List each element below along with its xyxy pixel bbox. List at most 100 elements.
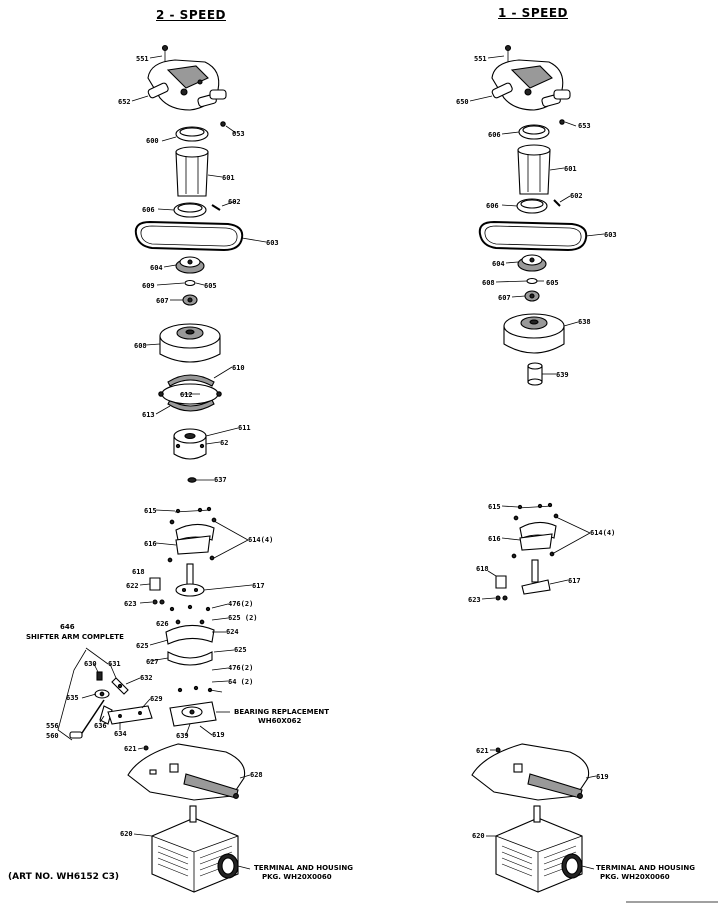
label-610: 610 [232, 364, 245, 372]
retainer-615-right [517, 502, 553, 510]
label-636: 636 [94, 722, 107, 730]
terminal-housing-right-title: TERMINAL AND HOUSING [596, 864, 695, 872]
label-626: 626 [156, 620, 169, 628]
pulley-604-right [517, 254, 547, 272]
clamp-600 [175, 126, 209, 142]
gear-626-plate [165, 604, 215, 666]
nut-607-right [524, 290, 540, 302]
belt-603-left [134, 220, 244, 252]
label-611: 611 [238, 424, 251, 432]
labels-left: 551 652 653 600 601 602 606 603 604 609 … [46, 55, 279, 838]
bushing-639 [527, 362, 543, 386]
screw-621-right [495, 747, 501, 753]
shaft-hub-617-right [521, 559, 551, 595]
label-602-left: 602 [228, 198, 241, 206]
shifter-leader [57, 649, 87, 741]
label-653-left: 653 [232, 130, 245, 138]
shaft-hub-617 [175, 563, 205, 597]
label-614-left: 614(4) [248, 536, 273, 544]
label-631: 631 [108, 660, 121, 668]
label-637: 637 [214, 476, 227, 484]
pulley-604 [175, 256, 205, 274]
shifter-arm-label: SHIFTER ARM COMPLETE [26, 633, 124, 641]
right-1speed-assembly: 551 650 653 606 601 602 606 603 604 608 … [456, 44, 695, 893]
label-608-right: 608 [482, 279, 495, 287]
pads-616 [167, 517, 217, 563]
nut-622 [152, 599, 165, 605]
label-620-right: 620 [472, 832, 485, 840]
label-629b: 629 [150, 695, 163, 703]
clip-618-right [495, 575, 508, 601]
label-624: 624 [226, 628, 239, 636]
label-635: 635 [66, 694, 79, 702]
coupling-601-right [517, 144, 551, 195]
screw-653-left [220, 121, 226, 127]
terminal-housing-left-title: TERMINAL AND HOUSING [254, 864, 353, 872]
part-637 [187, 477, 197, 483]
label-560: 560 [46, 732, 59, 740]
label-627: 627 [146, 658, 159, 666]
mounting-plate-629 [127, 743, 246, 801]
shifter-arm-number: 646 [60, 623, 75, 631]
label-621-left: 621 [124, 745, 137, 753]
label-625c: 625 [234, 646, 247, 654]
label-615-left: 615 [144, 507, 157, 515]
label-606b-right: 606 [486, 202, 499, 210]
label-605-right: 605 [546, 279, 559, 287]
screw-621 [143, 745, 149, 751]
pin-602 [211, 204, 221, 211]
leader-lines-right [469, 55, 605, 870]
bearing-replacement-kit: WH60X062 [258, 717, 301, 725]
leader-lines-left [81, 55, 267, 870]
label-618-left: 618 [132, 568, 145, 576]
label-612: 612 [180, 391, 193, 399]
belt-603-right [478, 220, 588, 252]
label-62: 62 [220, 439, 228, 447]
label-603-right: 603 [604, 231, 617, 239]
label-607-left: 607 [156, 297, 169, 305]
label-618-right: 618 [476, 565, 489, 573]
label-614-right: 614(4) [590, 529, 615, 537]
header-2-speed: 2 - SPEED [156, 8, 226, 22]
pads-616-right [511, 513, 559, 559]
motor-620-left [151, 805, 239, 893]
gearcase-cover-650 [491, 59, 571, 111]
label-616-right: 616 [488, 535, 501, 543]
clip-618 [149, 577, 161, 591]
clamp-606-right [516, 198, 548, 214]
label-620-left: 620 [120, 830, 133, 838]
label-608-left: 608 [134, 342, 147, 350]
label-605-left: 605 [204, 282, 217, 290]
label-630: 630 [84, 660, 97, 668]
coupling-601 [175, 146, 209, 197]
washer-605-right [526, 277, 538, 285]
label-64: 64 (2) [228, 678, 253, 686]
label-604-left: 604 [150, 264, 163, 272]
clamp-606-left [173, 202, 207, 218]
label-551-left: 551 [136, 55, 149, 63]
label-634: 634 [114, 730, 127, 738]
label-556: 556 [46, 722, 59, 730]
label-628: 628 [250, 771, 263, 779]
terminal-housing-right-kit: PKG. WH20X0060 [600, 873, 670, 881]
label-617-right: 617 [568, 577, 581, 585]
bearing-replacement-title: BEARING REPLACEMENT [234, 708, 329, 716]
clamp-606-right-top [518, 124, 550, 140]
label-606a-right: 606 [488, 131, 501, 139]
label-476a: 476(2) [228, 600, 253, 608]
label-623-left: 623 [124, 600, 137, 608]
label-625a: 625 (2) [228, 614, 258, 622]
label-476b: 476(2) [228, 664, 253, 672]
label-617-left: 617 [252, 582, 265, 590]
gearcase-cover-652 [147, 59, 227, 111]
label-603-left: 603 [266, 239, 279, 247]
label-619-right: 619 [596, 773, 609, 781]
label-601-right: 601 [564, 165, 577, 173]
label-616-left: 616 [144, 540, 157, 548]
label-604-right: 604 [492, 260, 505, 268]
pin-602-right [553, 199, 561, 207]
label-623-right: 623 [468, 596, 481, 604]
label-551-right: 551 [474, 55, 487, 63]
label-602-right: 602 [570, 192, 583, 200]
